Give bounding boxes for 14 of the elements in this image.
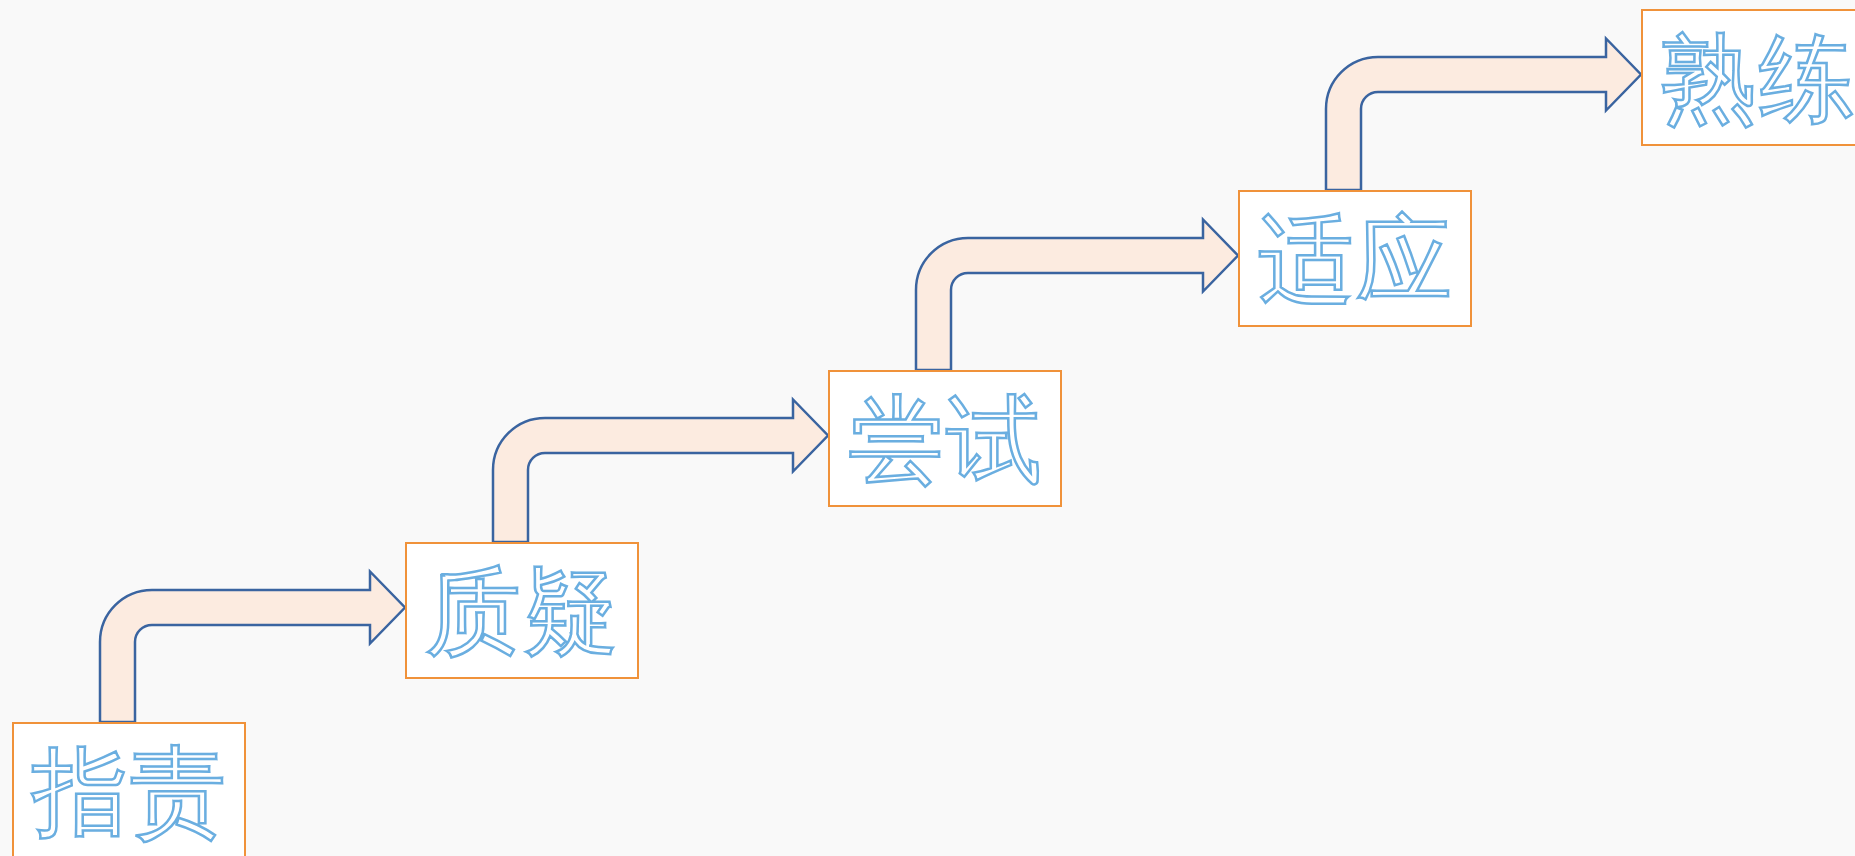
bent-arrow — [98, 570, 407, 724]
step-label: 质疑 — [425, 558, 621, 666]
bent-arrow — [491, 398, 830, 544]
step-box — [405, 542, 639, 679]
bent-arrow — [1324, 37, 1643, 192]
step-label: 熟练 — [1661, 25, 1855, 133]
step-label: 指责 — [32, 738, 228, 846]
step-label: 尝试 — [848, 386, 1044, 494]
step-box — [828, 370, 1062, 507]
step-box — [1238, 190, 1472, 327]
bent-arrow — [914, 218, 1240, 372]
step-box — [12, 722, 246, 856]
step-box — [1641, 9, 1855, 146]
step-label: 适应 — [1258, 206, 1454, 314]
